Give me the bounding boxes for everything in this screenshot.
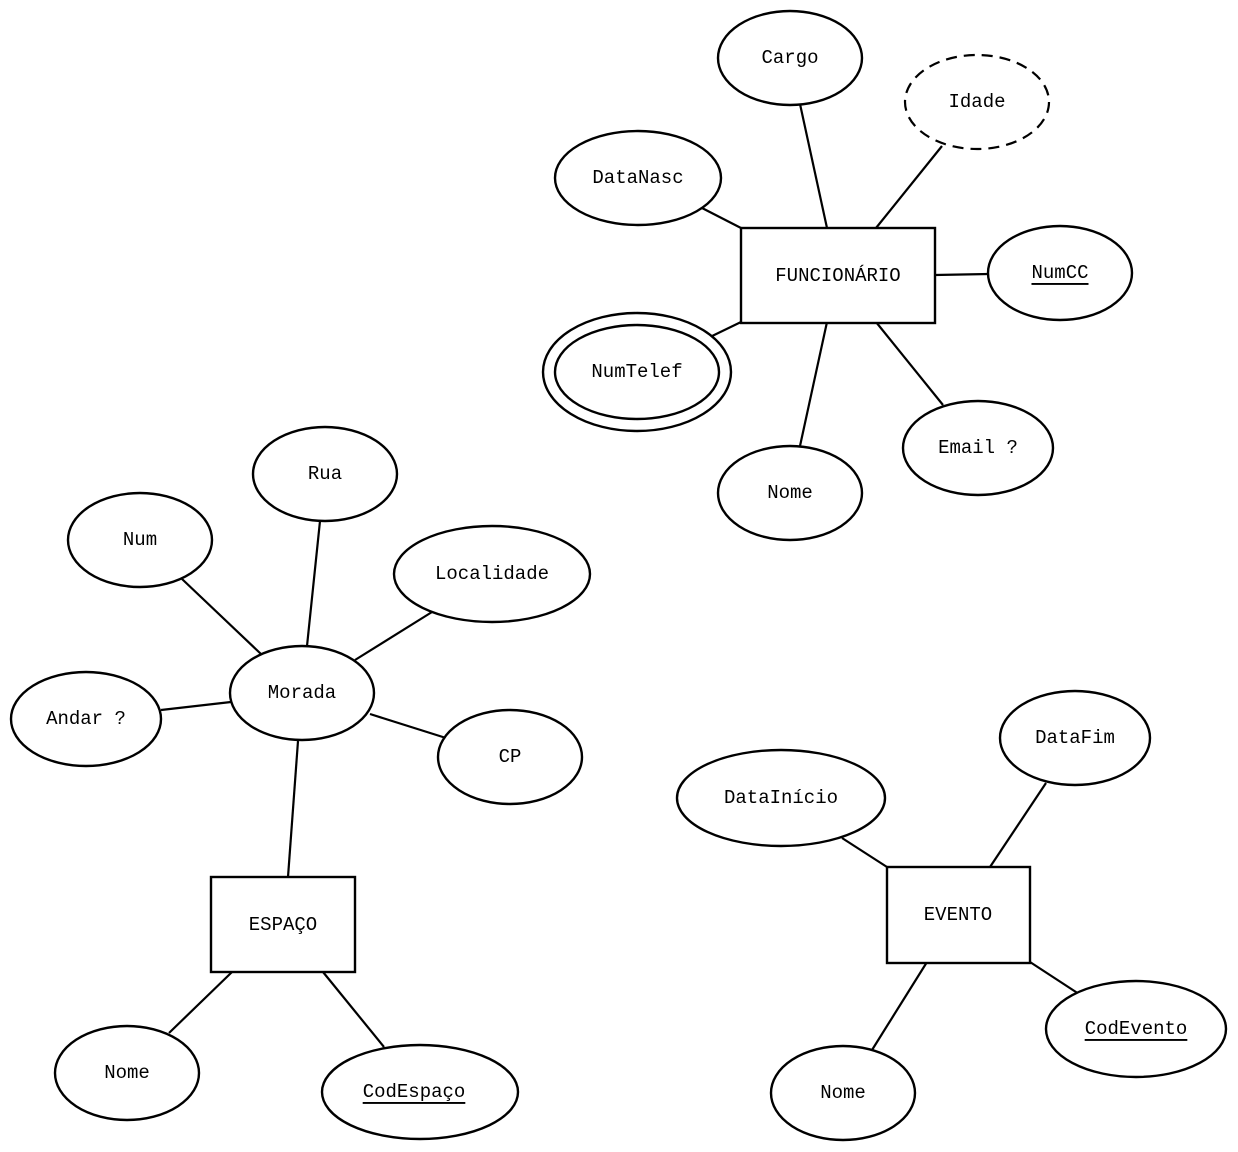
entity-espaco-label: ESPAÇO (249, 914, 317, 936)
evento-group: EVENTO DataInício DataFim CodEvento Nome (675, 689, 1228, 1142)
attribute-codespaco-label: CodEspaço (363, 1081, 466, 1103)
attribute-andar[interactable] (9, 670, 163, 768)
attribute-cp[interactable] (436, 708, 584, 806)
link-funcionario-idade (875, 145, 943, 229)
attribute-cargo-label: Cargo (761, 47, 818, 69)
attribute-andar-label: Andar ? (46, 708, 126, 730)
attribute-funcionario-nome[interactable] (716, 444, 864, 542)
attribute-datainicio[interactable] (675, 748, 887, 848)
attribute-codevento-key[interactable] (1044, 979, 1228, 1079)
link-funcionario-datanasc (701, 207, 742, 229)
link-espaco-morada (286, 740, 300, 878)
link-morada-rua (305, 520, 322, 647)
attribute-cp-label: CP (499, 746, 522, 768)
attribute-idade-derived[interactable] (903, 53, 1051, 151)
attribute-codevento-label: CodEvento (1085, 1018, 1188, 1040)
link-morada-cp (369, 712, 447, 740)
attribute-espaco-nome[interactable] (53, 1024, 201, 1122)
link-funcionario-numtelef (707, 321, 742, 339)
attribute-numtelef-label: NumTelef (591, 361, 682, 383)
link-evento-nome (871, 961, 928, 1051)
attribute-email[interactable] (901, 399, 1055, 497)
attribute-datainicio-label: DataInício (724, 787, 838, 809)
attribute-numcc-key[interactable] (986, 224, 1134, 322)
attribute-datanasc-label: DataNasc (592, 167, 683, 189)
attribute-cargo[interactable] (716, 9, 864, 107)
attribute-morada-label: Morada (268, 682, 336, 704)
attribute-datafim[interactable] (998, 689, 1152, 787)
attribute-morada-composite[interactable] (228, 644, 376, 742)
attribute-rua-label: Rua (308, 463, 342, 485)
link-funcionario-numcc (934, 272, 990, 277)
attribute-rua[interactable] (251, 425, 399, 523)
link-espaco-nome (168, 971, 233, 1034)
attribute-email-label: Email ? (938, 437, 1018, 459)
attribute-numtelef-multivalued-inner (553, 323, 721, 421)
attribute-evento-nome[interactable] (769, 1044, 917, 1142)
link-funcionario-cargo (798, 103, 829, 229)
entity-evento[interactable] (885, 865, 1032, 965)
attribute-idade-label: Idade (948, 91, 1005, 113)
attribute-codespaco-key[interactable] (320, 1043, 520, 1141)
entity-funcionario[interactable] (739, 226, 937, 325)
attribute-datanasc[interactable] (553, 129, 723, 227)
entity-espaco[interactable] (209, 875, 357, 974)
attribute-datafim-label: DataFim (1035, 727, 1115, 749)
funcionario-group: FUNCIONÁRIO Cargo Idade DataNasc NumCC N… (541, 9, 1134, 542)
attribute-num[interactable] (66, 491, 214, 589)
link-evento-datafim (989, 782, 1047, 868)
attribute-funcionario-nome-label: Nome (767, 482, 813, 504)
attribute-espaco-nome-label: Nome (104, 1062, 150, 1084)
attribute-evento-nome-label: Nome (820, 1082, 866, 1104)
link-funcionario-email (875, 321, 944, 406)
entity-funcionario-label: FUNCIONÁRIO (775, 265, 900, 287)
link-funcionario-nome (798, 321, 829, 447)
attribute-localidade-label: Localidade (435, 563, 549, 585)
link-morada-localidade (354, 611, 433, 661)
entity-evento-label: EVENTO (924, 904, 992, 926)
attribute-numcc-label: NumCC (1031, 262, 1088, 284)
attribute-num-label: Num (123, 529, 157, 551)
link-espaco-codespaco (322, 971, 385, 1048)
link-morada-num (181, 578, 262, 655)
link-evento-datainicio (841, 837, 888, 868)
link-evento-codevento (1029, 961, 1080, 995)
attribute-localidade[interactable] (392, 524, 592, 624)
link-morada-andar (160, 700, 232, 712)
espaco-group: ESPAÇO Morada Num Rua Localidade Andar ?… (9, 425, 592, 1141)
